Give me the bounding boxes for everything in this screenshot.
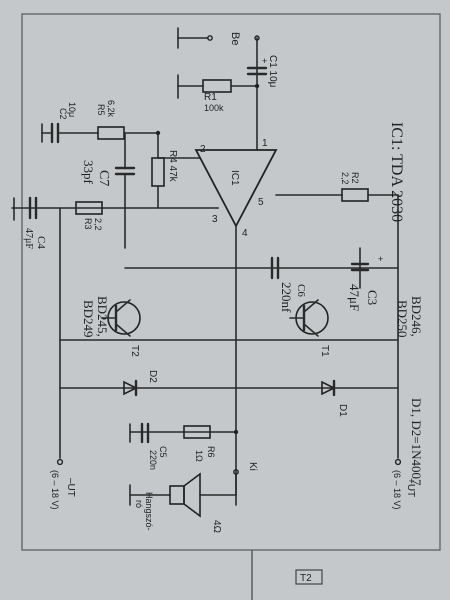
svg-text:R5: R5	[96, 104, 106, 116]
svg-text:ró: ró	[134, 500, 144, 508]
svg-text:10μ: 10μ	[67, 102, 77, 117]
vminus-terminal	[56, 458, 64, 466]
svg-text:BD249: BD249	[81, 300, 96, 338]
svg-text:47μF: 47μF	[23, 228, 34, 249]
svg-text:R2: R2	[350, 172, 360, 184]
svg-text:+: +	[378, 254, 383, 264]
svg-text:R3: R3	[83, 218, 93, 230]
svg-text:BD245,: BD245,	[95, 296, 110, 337]
svg-text:220nf: 220nf	[279, 282, 294, 313]
output-terminal	[233, 469, 239, 475]
svg-text:T2: T2	[129, 345, 140, 357]
svg-text:R6: R6	[206, 446, 216, 458]
label-c7: C7	[96, 170, 111, 186]
resistor-r3	[75, 201, 103, 215]
input-terminal	[207, 35, 213, 41]
label-r4: R4 47k	[167, 150, 178, 183]
svg-text:C6: C6	[295, 284, 307, 297]
svg-text:220n: 220n	[148, 450, 158, 470]
svg-text:T2: T2	[300, 573, 312, 584]
svg-text:2: 2	[200, 144, 206, 155]
vplus-terminal	[394, 458, 402, 466]
ic1-triangle	[194, 149, 278, 228]
svg-text:(6 – 18 V): (6 – 18 V)	[50, 470, 60, 510]
diode-d2	[123, 380, 138, 396]
svg-text:C3: C3	[365, 290, 380, 305]
ic1-amplifier: IC1 1 2 3 4 5 R3 2,2 C4 47μF R2 2,2	[11, 138, 399, 506]
diode-type-label: D1, D2=1N4007	[409, 398, 424, 486]
svg-text:T1: T1	[319, 345, 330, 357]
label-c1: C1 10μ	[267, 55, 278, 88]
feedback-network: C2 10μ R5 6,2k R4 47k C7 33pf	[41, 100, 201, 249]
svg-text:D2: D2	[147, 370, 158, 383]
svg-text:1: 1	[262, 138, 268, 149]
svg-text:(6 – 18 V): (6 – 18 V)	[392, 470, 402, 510]
output-stage: + C3 47μF C6 220nf T1 BD246, BD250 T2 BD…	[50, 194, 424, 534]
svg-text:6,2k: 6,2k	[106, 100, 116, 118]
label-be: Be	[229, 32, 241, 45]
svg-text:3: 3	[212, 214, 218, 225]
vplus-label: +UT	[405, 478, 416, 497]
vminus-label: –UT	[65, 478, 76, 497]
svg-text:BD246,: BD246,	[409, 296, 424, 337]
svg-text:4: 4	[242, 228, 248, 239]
svg-text:1Ω: 1Ω	[194, 450, 204, 462]
ic1-type-label: IC1: TDA 2030	[388, 122, 405, 222]
svg-text:47μF: 47μF	[347, 284, 362, 311]
svg-text:2,2: 2,2	[93, 218, 103, 231]
svg-text:R1: R1	[204, 92, 217, 103]
svg-text:C5: C5	[158, 446, 168, 458]
input-section: Be C1 10μ + R1 100k	[177, 27, 278, 151]
svg-text:C2: C2	[58, 108, 68, 120]
svg-text:C4: C4	[35, 236, 47, 249]
svg-text:Hangszó-: Hangszó-	[144, 492, 154, 531]
svg-text:5: 5	[258, 197, 264, 208]
resistor-r6	[183, 425, 211, 439]
diode-d1	[321, 380, 336, 396]
page-border	[21, 13, 441, 551]
svg-text:100k: 100k	[204, 103, 224, 113]
corner-tag	[295, 569, 323, 585]
svg-text:Ki: Ki	[247, 462, 258, 471]
ic1-symbol-label: IC1	[229, 170, 240, 186]
svg-text:BD250: BD250	[395, 300, 410, 338]
svg-text:D1: D1	[337, 404, 348, 417]
svg-text:4Ω: 4Ω	[211, 520, 222, 534]
svg-text:33pf: 33pf	[81, 160, 96, 185]
svg-text:+: +	[262, 56, 267, 66]
svg-text:2,2: 2,2	[340, 172, 350, 185]
